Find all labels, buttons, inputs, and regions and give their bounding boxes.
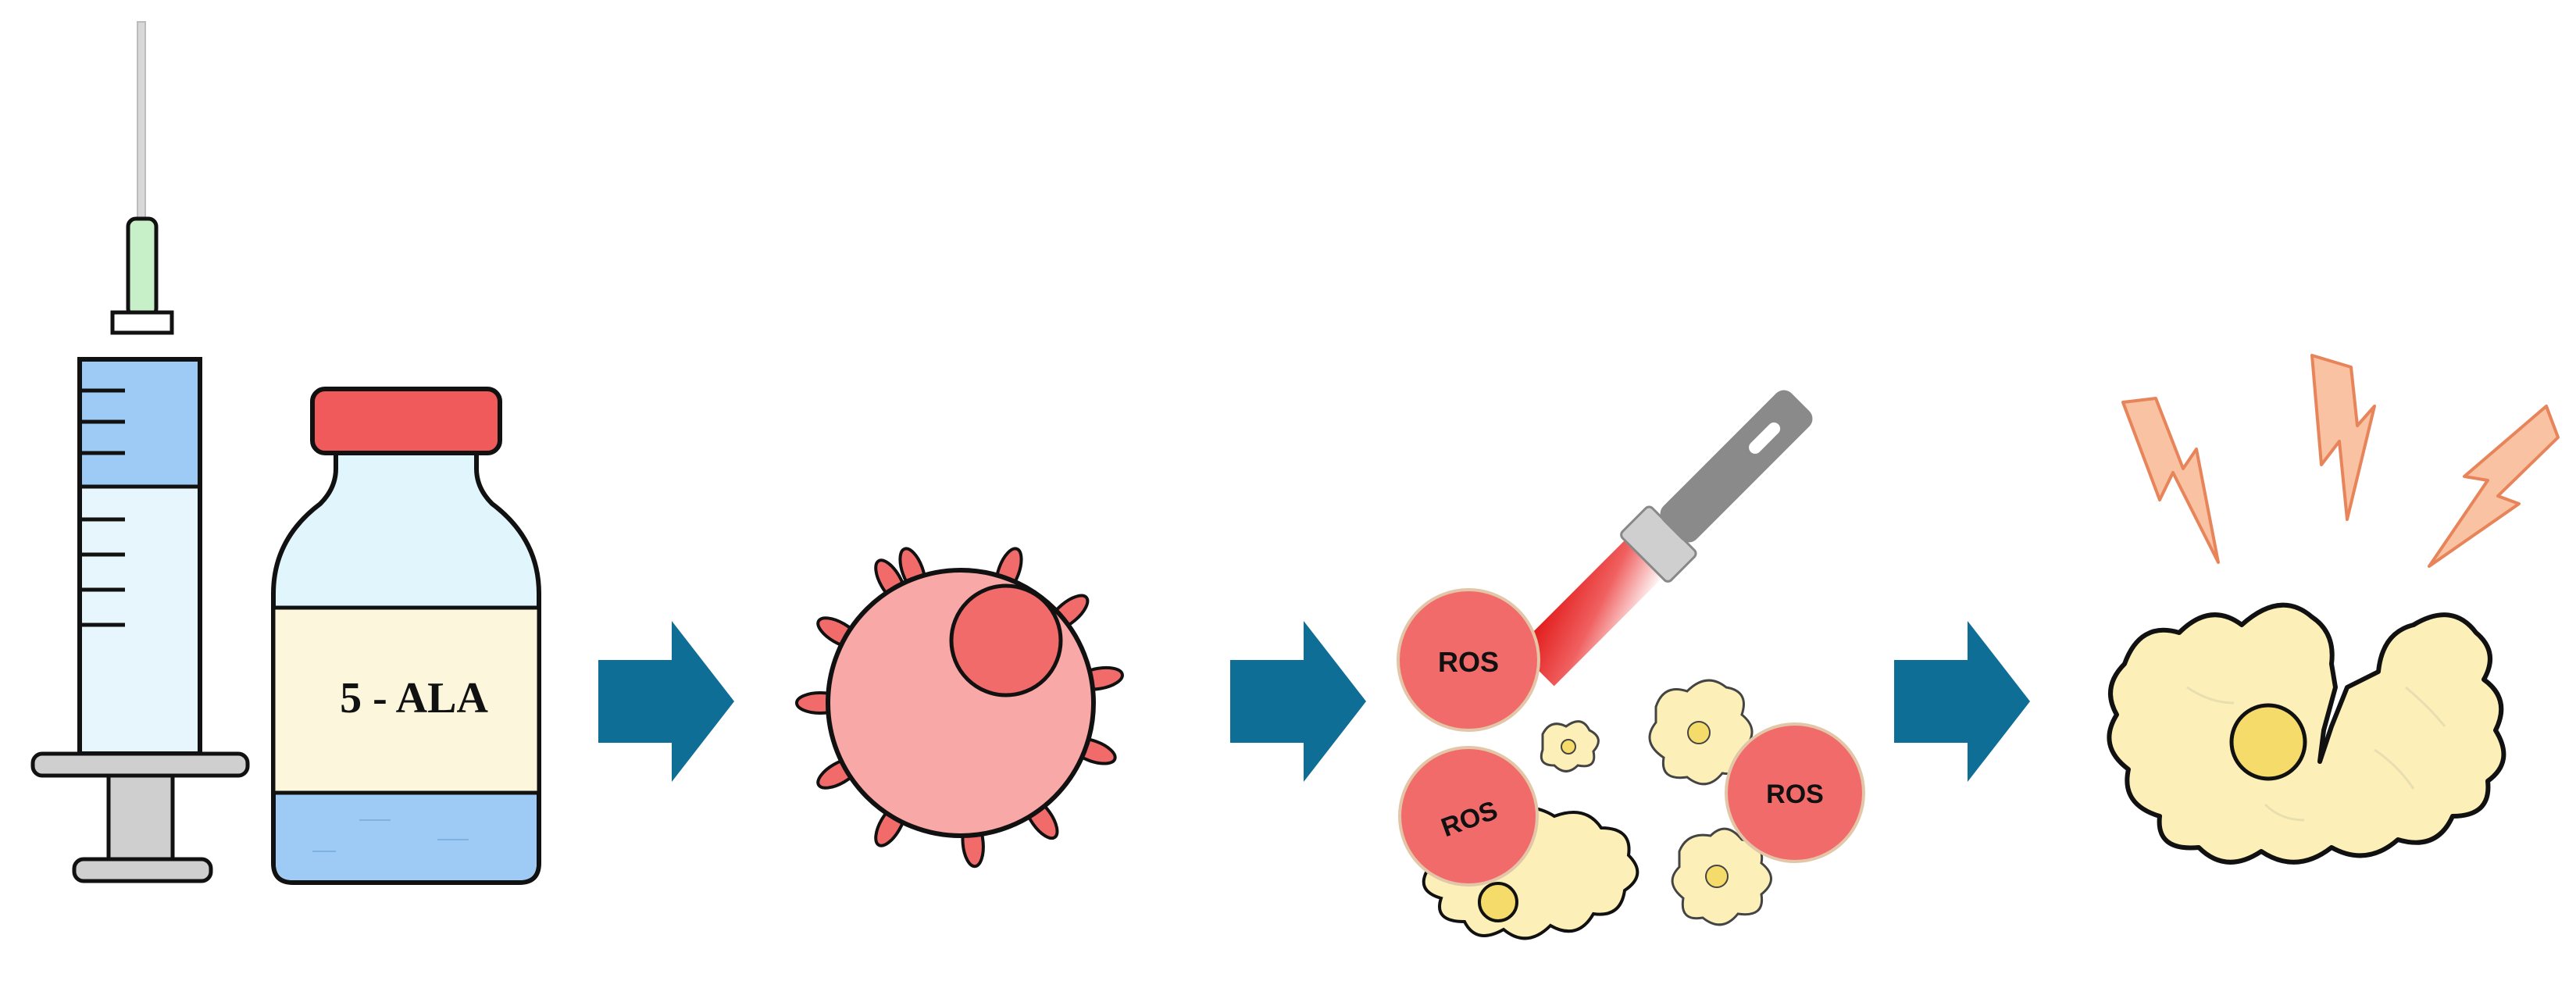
cell-nucleus [2229, 703, 2307, 781]
cell-nucleus [949, 583, 1063, 697]
vial-icon: 5 - ALA [271, 387, 541, 885]
process-arrow-2 [1230, 621, 1366, 782]
laser-light-icon [1516, 390, 1813, 687]
ros-label: ROS [1438, 646, 1499, 678]
syringe-icon [30, 21, 250, 883]
process-arrow-3 [1894, 621, 2030, 782]
ros-label: ROS [1766, 779, 1824, 809]
ros-bubble: ROS [1398, 746, 1539, 886]
lightning-icon [2121, 354, 2560, 568]
cancer-cell-icon [795, 547, 1124, 869]
ros-bubble: ROS [1397, 588, 1540, 732]
process-arrow-1 [598, 621, 734, 782]
ruptured-cell-icon [2107, 602, 2506, 865]
ros-bubble: ROS [1725, 722, 1865, 863]
vial-label: 5 - ALA [340, 674, 488, 722]
damaged-cells-group: ROS ROS ROS [1397, 588, 1865, 940]
